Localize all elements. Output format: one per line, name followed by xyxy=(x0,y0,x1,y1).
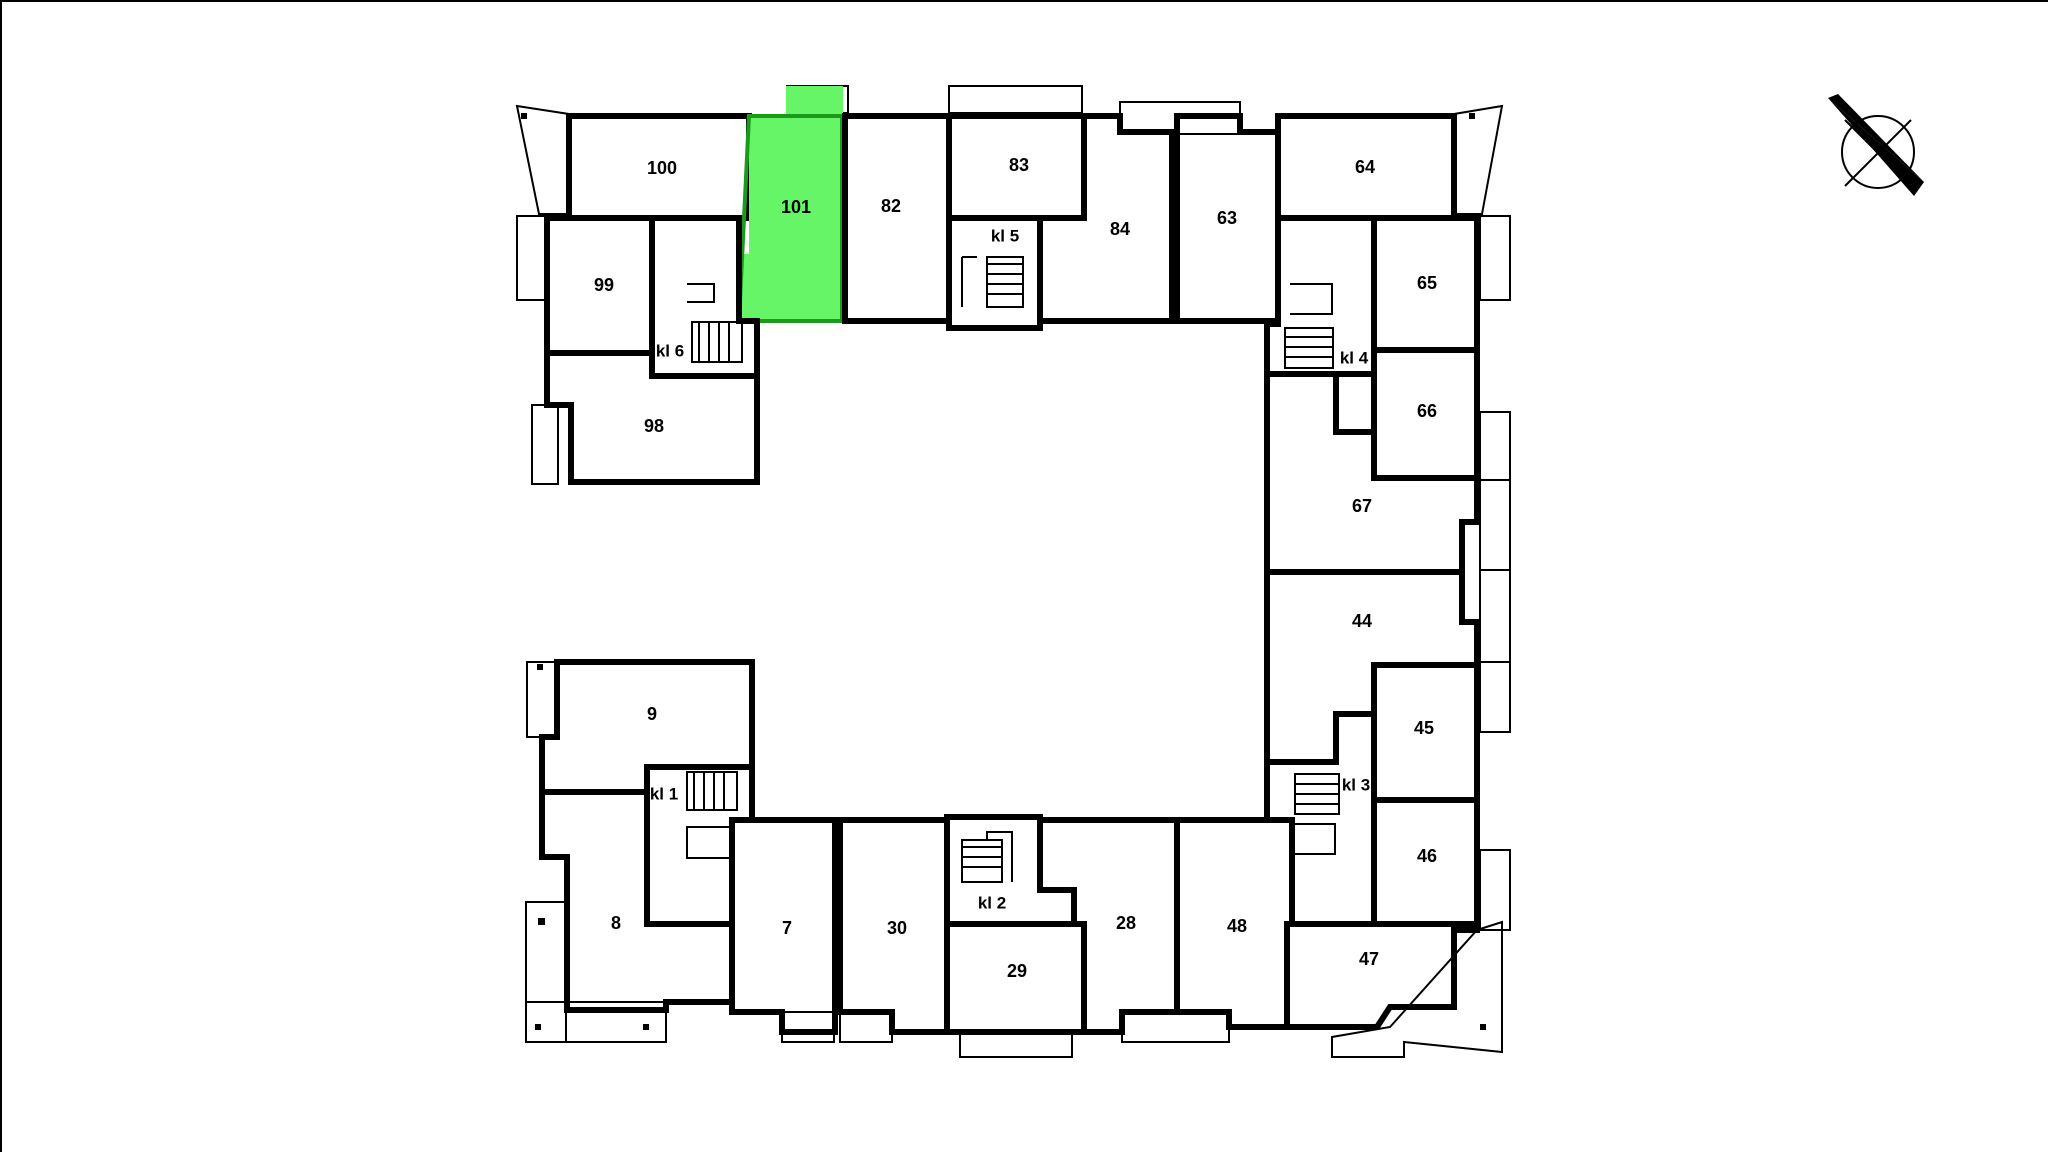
unit-8[interactable]: 8 xyxy=(539,789,735,1013)
unit-100[interactable]: 100 xyxy=(566,113,752,221)
staircase-kl-2: kl 2 xyxy=(944,814,1077,927)
unit-47[interactable]: 47 xyxy=(1284,921,1480,1030)
balcony xyxy=(959,1031,1073,1058)
unit-label: 44 xyxy=(1352,611,1372,631)
unit-label: 8 xyxy=(611,913,621,933)
balcony xyxy=(525,1001,667,1043)
unit-64[interactable]: 64 xyxy=(1275,113,1457,221)
staircase-label: kl 5 xyxy=(991,226,1019,245)
staircase-label: kl 1 xyxy=(650,784,678,803)
unit-98[interactable]: 98 xyxy=(544,350,760,485)
staircase-kl-1: kl 1 xyxy=(644,764,755,927)
unit-label: 48 xyxy=(1227,916,1247,936)
unit-label: 47 xyxy=(1359,949,1379,969)
unit-83[interactable]: 83 xyxy=(946,113,1087,221)
balcony xyxy=(526,661,558,738)
balcony xyxy=(1479,849,1511,931)
staircase-kl-4: kl 4 xyxy=(1264,215,1377,377)
unit-99[interactable]: 99 xyxy=(544,215,655,356)
unit-label: 30 xyxy=(887,918,907,938)
unit-101-balcony xyxy=(786,86,843,116)
balcony xyxy=(525,901,567,1043)
staircase-kl-5: kl 5 xyxy=(946,215,1043,331)
unit-82[interactable]: 82 xyxy=(842,113,952,324)
balcony xyxy=(1453,104,1504,215)
unit-30[interactable]: 30 xyxy=(837,817,950,1035)
unit-7[interactable]: 7 xyxy=(729,817,838,1035)
balcony xyxy=(948,85,1083,114)
staircase-label: kl 2 xyxy=(978,893,1006,912)
unit-46[interactable]: 46 xyxy=(1371,797,1480,927)
unit-101[interactable]: 101 xyxy=(736,86,844,323)
unit-label: 65 xyxy=(1417,273,1437,293)
unit-label: 28 xyxy=(1116,913,1136,933)
unit-label: 46 xyxy=(1417,846,1437,866)
staircase-label: kl 3 xyxy=(1342,775,1370,794)
unit-label: 7 xyxy=(782,918,792,938)
unit-45[interactable]: 45 xyxy=(1371,662,1480,803)
unit-label: 82 xyxy=(881,196,901,216)
unit-label: 29 xyxy=(1007,961,1027,981)
unit-label: 67 xyxy=(1352,496,1372,516)
unit-48[interactable]: 48 xyxy=(1174,817,1295,1030)
balcony xyxy=(1121,1011,1230,1043)
balcony xyxy=(1479,215,1511,301)
unit-65[interactable]: 65 xyxy=(1371,215,1480,353)
unit-label: 84 xyxy=(1110,219,1130,239)
unit-label: 9 xyxy=(647,704,657,724)
unit-84[interactable]: 84 xyxy=(1037,113,1175,324)
unit-label: 100 xyxy=(647,158,677,178)
staircase-kl-6: kl 6 xyxy=(649,215,760,379)
unit-101-area xyxy=(739,116,842,321)
unit-label: 66 xyxy=(1417,401,1437,421)
balcony xyxy=(515,104,570,215)
unit-29[interactable]: 29 xyxy=(944,921,1087,1035)
balcony xyxy=(1479,411,1511,733)
north-arrow-icon xyxy=(1828,94,1924,196)
unit-66[interactable]: 66 xyxy=(1371,347,1480,481)
balcony xyxy=(781,1011,835,1043)
unit-label: 64 xyxy=(1355,157,1375,177)
balcony xyxy=(531,404,559,485)
unit-label: 98 xyxy=(644,416,664,436)
balcony xyxy=(839,1011,893,1043)
unit-label: 63 xyxy=(1217,208,1237,228)
unit-label: 99 xyxy=(594,275,614,295)
staircase-label: kl 6 xyxy=(656,341,684,360)
unit-label: 101 xyxy=(781,197,811,217)
staircase-label: kl 4 xyxy=(1340,348,1369,367)
unit-label: 45 xyxy=(1414,718,1434,738)
balcony xyxy=(1331,920,1503,1058)
balcony xyxy=(516,215,548,301)
unit-63[interactable]: 63 xyxy=(1174,113,1281,324)
unit-label: 83 xyxy=(1009,155,1029,175)
